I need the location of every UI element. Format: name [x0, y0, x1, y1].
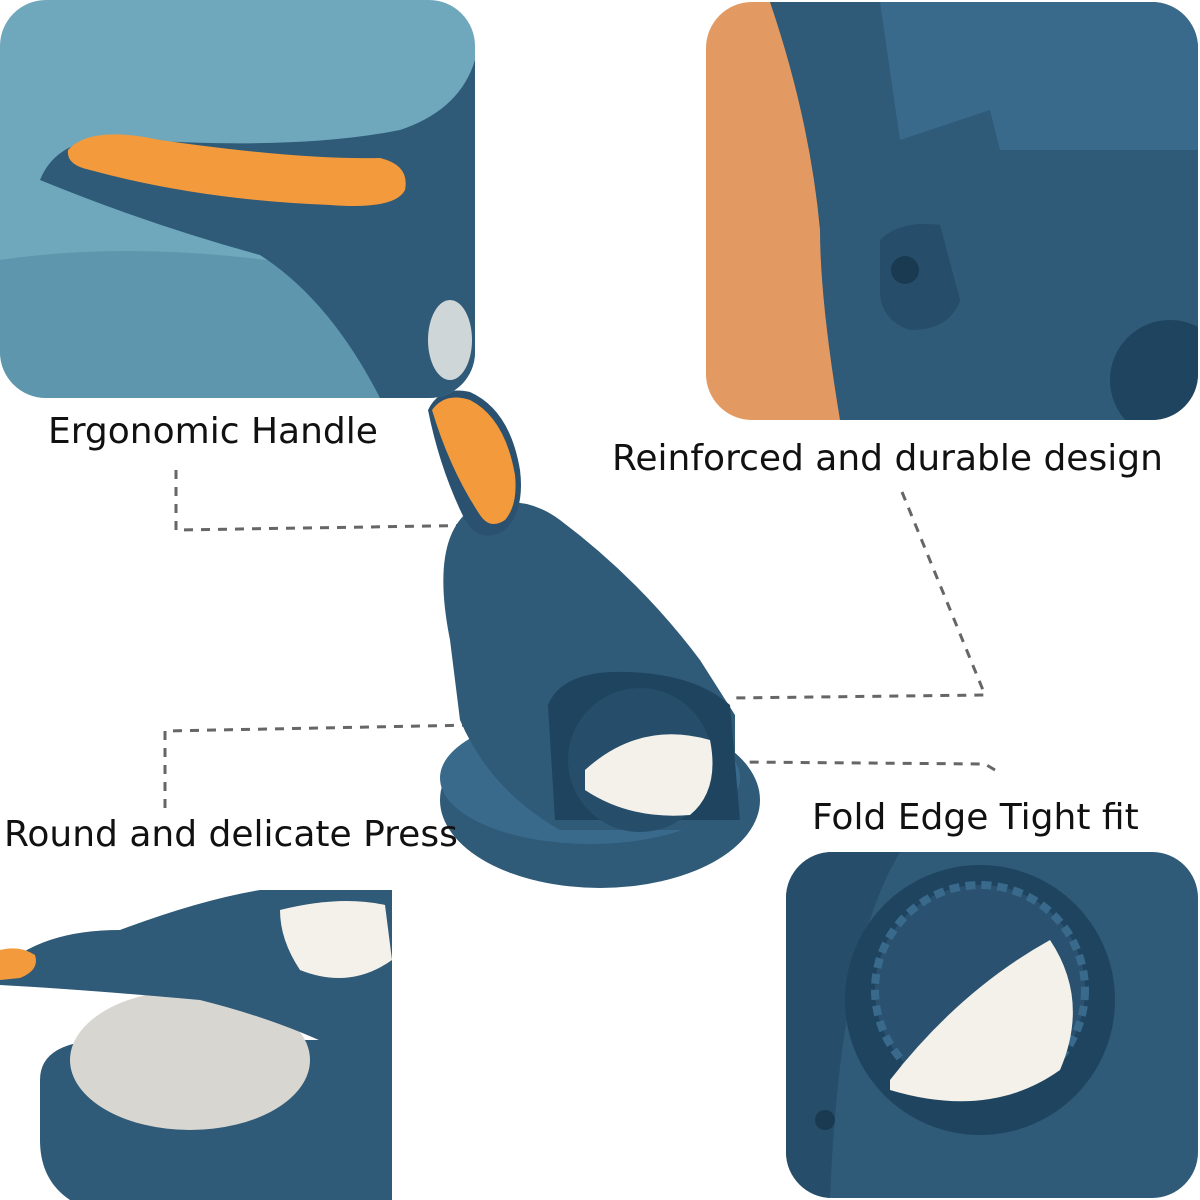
label-round-press: Round and delicate Press — [4, 814, 458, 855]
panel-handle-closeup — [0, 0, 475, 398]
leader-fold-edge — [739, 760, 996, 772]
leader-lines — [163, 470, 996, 808]
sideview-press-plate — [70, 990, 310, 1130]
label-ergonomic-handle: Ergonomic Handle — [48, 411, 378, 452]
leader-round-press — [163, 723, 475, 808]
hinge-joint — [880, 224, 960, 330]
sideview-handle — [0, 948, 36, 980]
sideview-dumpling — [280, 901, 392, 978]
leader-ergonomic-handle — [174, 470, 496, 532]
central-dumpling-maker — [428, 390, 760, 888]
label-fold-edge: Fold Edge Tight fit — [812, 797, 1139, 838]
panel-mold-closeup — [786, 852, 1198, 1198]
handle-orange-grip — [67, 134, 406, 206]
panel-press-sideview — [0, 868, 392, 1200]
panel-hinge-closeup — [706, 2, 1198, 420]
dumpling — [585, 734, 713, 816]
label-reinforced-design: Reinforced and durable design — [612, 438, 1163, 479]
press-handle-grip — [432, 397, 516, 524]
leader-reinforced-design — [729, 491, 988, 700]
mold-dumpling — [890, 940, 1073, 1102]
